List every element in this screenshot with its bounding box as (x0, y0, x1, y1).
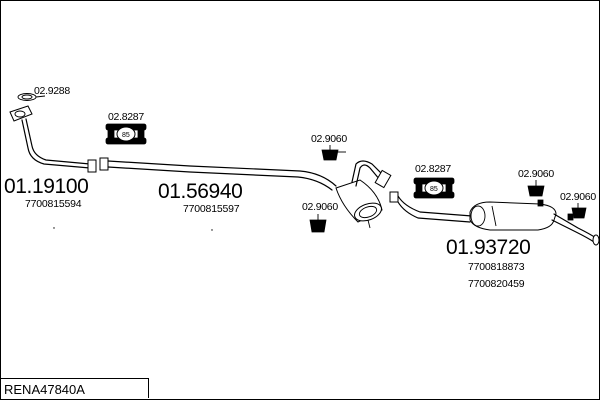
rubber-mount-icon (321, 145, 346, 161)
middle-pipe-oe: 7700815597 (183, 203, 240, 215)
diagram-code: RENA47840A (4, 382, 85, 397)
rear-silencer-oe-1: 7700818873 (468, 261, 525, 273)
front-flange (9, 105, 33, 122)
rear-silencer-ref: 01.93720 (446, 236, 531, 259)
clamp-icon: 85 (413, 177, 455, 199)
rear-silencer-drawing (389, 191, 600, 246)
mount-rear-left-ref: 02.9060 (518, 168, 554, 180)
rubber-mount-icon (309, 214, 327, 233)
rubber-mount-icon (527, 180, 545, 197)
mount-upper-ref: 02.9060 (311, 133, 347, 145)
clamp-front-ref: 02.8287 (108, 111, 144, 123)
clamp-icon: 85 (105, 123, 147, 145)
front-pipe-drawing (9, 105, 97, 173)
mount-lower-ref: 02.9060 (302, 201, 338, 213)
middle-pipe-ref: 01.56940 (158, 180, 243, 203)
gasket-icon (17, 93, 46, 101)
gasket-ref: 02.9288 (34, 85, 70, 97)
middle-pipe-joint (99, 157, 109, 171)
diagram-code-box: RENA47840A (1, 378, 149, 398)
rear-pipe-joint (389, 191, 399, 203)
mount-rear-right-ref: 02.9060 (560, 191, 596, 203)
clamp-rear-ref: 02.8287 (415, 163, 451, 175)
svg-text:85: 85 (430, 186, 438, 193)
front-pipe-oe: 7700815594 (25, 198, 82, 210)
middle-pipe-drawing (99, 157, 337, 191)
front-pipe-ref: 01.19100 (4, 175, 89, 198)
front-pipe-joint (87, 159, 97, 173)
rubber-mount-icon (571, 203, 587, 219)
flange-bolt-hole (14, 110, 26, 118)
rear-silencer-oe-2: 7700820459 (468, 278, 525, 290)
middle-silencer-drawing (335, 160, 392, 229)
svg-text:85: 85 (122, 132, 130, 139)
